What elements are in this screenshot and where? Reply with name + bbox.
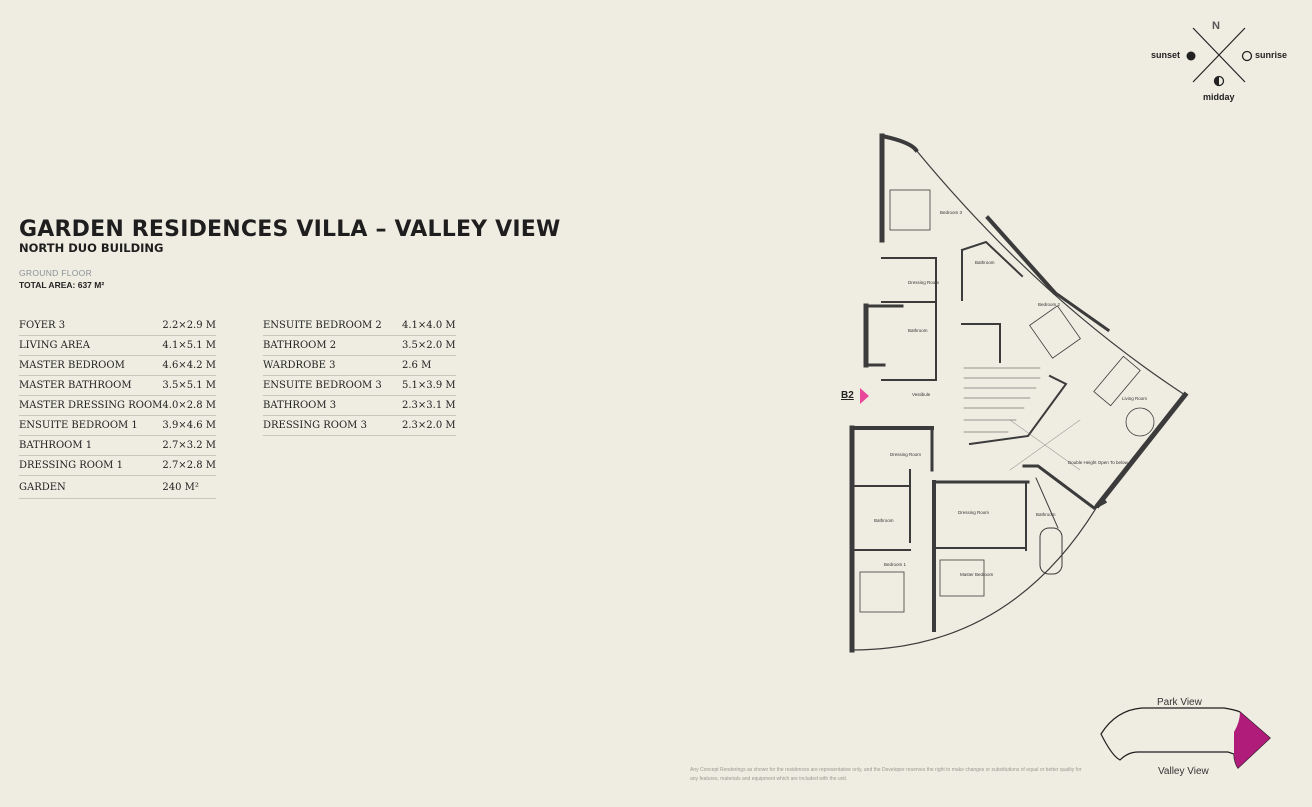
valley-view-label: Valley View <box>1158 766 1209 777</box>
room-name: GARDEN <box>19 475 163 499</box>
compass-north: N <box>1212 20 1220 32</box>
room-dimensions: 2.3×2.0 M <box>402 415 456 436</box>
room-name: ENSUITE BEDROOM 3 <box>263 375 402 396</box>
room-label: Vestibule <box>912 392 931 397</box>
room-name: MASTER DRESSING ROOM <box>19 395 163 416</box>
room-label: Bedroom 1 <box>884 562 907 567</box>
room-dimensions: 2.3×3.1 M <box>402 395 456 416</box>
compass-diagram <box>1186 27 1253 87</box>
sun-full-icon <box>1186 51 1196 61</box>
room-dimensions: 2.6 M <box>402 355 456 376</box>
room-name: DRESSING ROOM 3 <box>263 415 402 436</box>
sun-half-icon <box>1213 75 1225 87</box>
room-name: LIVING AREA <box>19 335 163 356</box>
compass-midday: midday <box>1203 92 1235 102</box>
room-dimensions: 3.9×4.6 M <box>162 415 217 436</box>
room-label: Bedroom 2 <box>1038 302 1061 307</box>
room-dimensions: 4.0×2.8 M <box>162 395 217 416</box>
room-dimensions: 5.1×3.9 M <box>402 375 456 396</box>
room-label: Bedroom 3 <box>940 210 963 215</box>
key-plan <box>1100 707 1271 769</box>
room-name: ENSUITE BEDROOM 2 <box>263 316 402 336</box>
room-name: DRESSING ROOM 1 <box>19 455 163 476</box>
room-dimensions: 4.6×4.2 M <box>162 355 217 376</box>
compass-sunset: sunset <box>1151 50 1181 60</box>
room-label: Dressing Room <box>958 510 989 515</box>
unit-label: B2 <box>841 390 854 401</box>
room-dimensions: 2.2×2.9 M <box>162 316 217 336</box>
disclaimer: Any Concept Renderings as shown for the … <box>690 767 1082 782</box>
room-dimensions: 240 M² <box>162 475 217 499</box>
room-label: Dressing Room <box>908 280 939 285</box>
page-title: GARDEN RESIDENCES VILLA – VALLEY VIEW <box>19 217 561 242</box>
sun-outline-icon <box>1241 50 1253 62</box>
building-name: NORTH DUO BUILDING <box>19 241 164 255</box>
floor-label: GROUND FLOOR <box>19 268 93 278</box>
room-dimensions: 2.7×2.8 M <box>162 455 217 476</box>
room-name: FOYER 3 <box>19 316 163 336</box>
room-label: Living Room <box>1122 396 1147 401</box>
room-dimensions: 2.7×3.2 M <box>162 435 217 456</box>
room-dimensions: 3.5×2.0 M <box>402 335 456 356</box>
room-label: Bathroom <box>1036 512 1056 517</box>
floor-plan: Bedroom 3 Bathroom Dressing Room Bathroo… <box>849 133 1189 653</box>
park-view-label: Park View <box>1157 697 1202 708</box>
unit-entry-marker-icon <box>860 388 869 404</box>
room-label: Bathroom <box>874 518 894 523</box>
room-name: ENSUITE BEDROOM 1 <box>19 415 163 436</box>
room-label: Bathroom <box>908 328 928 333</box>
room-name: MASTER BEDROOM <box>19 355 163 376</box>
room-name: MASTER BATHROOM <box>19 375 163 396</box>
room-dimensions: 4.1×5.1 M <box>162 335 217 356</box>
room-label: Bathroom <box>975 260 995 265</box>
compass-sunrise: sunrise <box>1255 50 1288 60</box>
room-label: Dressing Room <box>890 452 921 457</box>
room-label: Double Height Open To below <box>1068 460 1128 465</box>
room-name: BATHROOM 3 <box>263 395 402 416</box>
room-label: Master Bedroom <box>960 572 994 577</box>
room-dimensions: 4.1×4.0 M <box>402 316 456 336</box>
room-name: WARDROBE 3 <box>263 355 402 376</box>
room-dimensions: 3.5×5.1 M <box>162 375 217 396</box>
total-area: TOTAL AREA: 637 M² <box>19 280 105 290</box>
room-name: BATHROOM 2 <box>263 335 402 356</box>
room-labels: Bedroom 3 Bathroom Dressing Room Bathroo… <box>874 210 1147 577</box>
room-name: BATHROOM 1 <box>19 435 163 456</box>
